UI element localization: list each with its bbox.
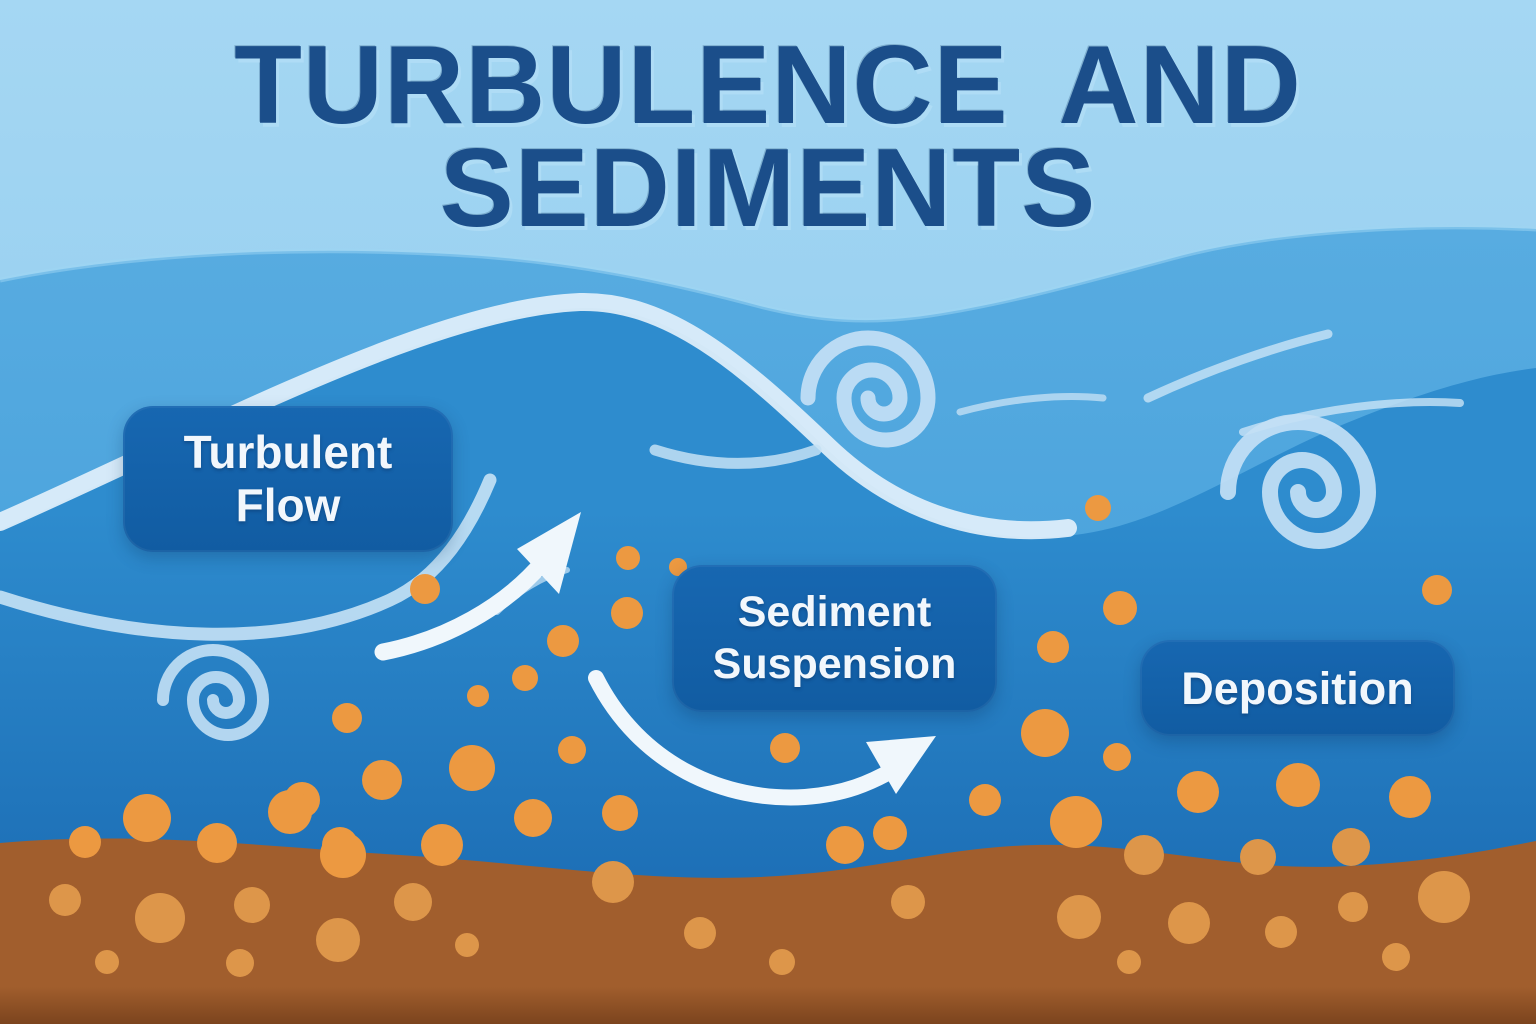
flow-streak-right-3 — [956, 393, 1107, 416]
left-eddy-swirl — [157, 644, 270, 741]
right-eddy-swirl — [1220, 414, 1377, 549]
turbulent-flow-label-line2: Flow — [235, 479, 341, 531]
center-eddy-swirl — [800, 330, 936, 448]
deposition-label-text: Deposition — [1181, 662, 1414, 714]
sediment-suspension-label-line2: Suspension — [712, 639, 957, 688]
sediment-suspension-label-line1: Sediment — [737, 587, 932, 636]
upward-transport-arrow — [374, 512, 581, 661]
page-title: TURBULENCE AND SEDIMENTS — [0, 23, 1536, 251]
surface-wave-rim — [0, 224, 1536, 323]
seabed — [0, 838, 1536, 1024]
sediment-suspension-label: Sediment Suspension — [672, 565, 997, 712]
turbulent-flow-label-line1: Turbulent — [183, 425, 393, 478]
sediment-particles-seabed — [49, 828, 1470, 977]
flow-streak-right-1 — [1143, 329, 1333, 403]
flow-streak-lower-left — [0, 473, 497, 641]
horizontal-transport-arrowhead — [866, 736, 936, 794]
sediment-particles-water — [69, 495, 1452, 878]
center-eddy-tail — [649, 444, 822, 469]
horizontal-transport-arrow — [588, 670, 936, 806]
deposition-label: Deposition — [1140, 640, 1455, 736]
page-title-line2: SEDIMENTS — [439, 126, 1097, 251]
turbulent-flow-label: Turbulent Flow — [123, 406, 453, 552]
page-title-line1: TURBULENCE AND — [234, 23, 1302, 147]
upward-transport-arrowhead — [517, 512, 581, 594]
